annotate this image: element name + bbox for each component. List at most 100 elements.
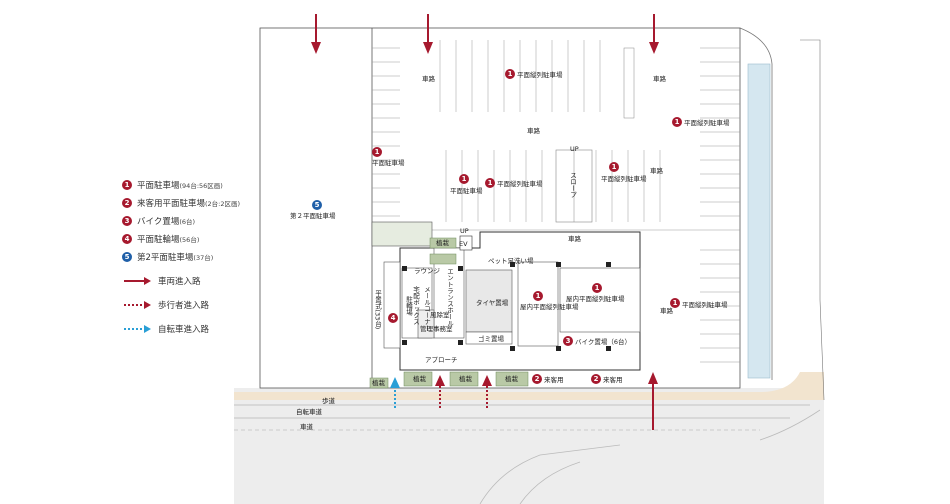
marker-1: 1 [372,147,382,157]
legend-route-bicycle-text: 自転車進入路 [158,325,210,335]
vehicle-arrow-icon [648,372,658,430]
legend-route-vehicle: 車両進入路 [122,272,240,290]
legend-sub-3: (6台) [179,218,196,226]
legend-item-4: 4 平面駐輪場 (56台) [122,230,240,248]
marker-1: 1 [609,162,619,172]
label-sharo: 車路 [660,307,673,315]
legend-route-pedestrian-text: 歩行者進入路 [158,301,210,311]
label-p1-heimen: 平面駐車場 [372,159,405,167]
marker-1: 1 [533,291,543,301]
marker-1: 1 [672,117,682,127]
legend-badge-3: 3 [122,216,132,226]
label-shokusai: 植栽 [459,375,472,383]
legend-badge-5: 5 [122,252,132,262]
label-p5-second: 第２平面駐車場 [290,212,336,220]
label-approach: アプローチ [425,356,458,364]
structural-columns [402,262,611,351]
garbage-room [465,331,513,345]
pedestrian-arrow-icon [435,375,445,408]
label-sharo: 車路 [568,235,581,243]
label-sharo: 車路 [653,75,666,83]
legend-route-pedestrian: 歩行者進入路 [122,296,240,314]
bank-line [800,39,825,401]
legend-sub-5: (37台) [193,254,214,262]
legend-text-5: 第2平面駐車場 [137,253,194,263]
road-curve [479,444,621,504]
label-shokusai: 植栽 [372,379,385,387]
label-lounge: ラウンジ [414,267,440,275]
tire-room [465,269,513,333]
label-p1-heiretsu: 平面縦列駐車場 [601,175,647,183]
legend-sub-2: (2台:2区画) [205,200,241,208]
road-curve [519,461,581,504]
elevator [459,235,473,251]
label-tire: タイヤ置場 [476,299,509,307]
median [623,47,635,119]
bicycle-route-arrow-icon [124,325,151,333]
legend-route-vehicle-text: 車両進入路 [158,277,201,287]
pedestrian-arrow-icon [482,375,492,408]
marker-1: 1 [505,69,515,79]
bicycle-arrow-icon [390,377,400,408]
label-pet: ペット足洗い場 [488,257,534,265]
pedestrian-route-arrow-icon [124,301,151,309]
indoor-parking-b [559,267,641,333]
marker-2: 2 [591,374,601,384]
vehicle-entry-arrows [311,14,659,430]
legend-badge-4: 4 [122,234,132,244]
label-p1-heiretsu: 平面縦列駐車場 [517,71,563,79]
label-up: UP [570,145,579,153]
legend-text-4: 平面駐輪場 [137,235,180,245]
legend-text-1: 平面駐車場 [137,181,180,191]
vehicle-arrow-icon [311,14,321,54]
legend-item-2: 2 来客用平面駐車場 (2台:2区画) [122,194,240,212]
label-wind: 風除室 [430,311,450,319]
legend-text-3: バイク置場 [137,217,180,227]
plantings [369,237,529,389]
vehicle-arrow-icon [649,14,659,54]
label-mail: メールコーナー [422,286,431,332]
label-kanri: 管理事務室 [420,325,453,333]
label-raikyaku: 来客用 [544,376,564,384]
vehicle-route-arrow-icon [124,277,151,285]
label-p1-heiretsu: 平面縦列駐車場 [684,119,730,127]
management-office [417,309,435,339]
label-up: UP [460,227,469,235]
label-hodo: 歩道 [322,397,335,405]
label-p1-heimen: 平面駐車場 [450,187,483,195]
legend-sub-4: (56台) [179,236,200,244]
road-area [234,388,824,504]
label-p1-heiretsu: 平面縦列駐車場 [497,180,543,188]
vehicle-arrow-icon [423,14,433,54]
legend-badge-2: 2 [122,198,132,208]
label-gomi: ゴミ置場 [478,335,504,343]
label-bicycle: 駐輪場 [404,296,413,316]
marker-1: 1 [592,283,602,293]
label-ev: EV [459,240,468,248]
label-shokusai: 植栽 [436,239,449,247]
legend: 1 平面駐車場 (94台:56区画) 2 来客用平面駐車場 (2台:2区画) 3… [122,176,240,338]
label-shokusai: 植栽 [413,375,426,383]
legend-badge-1: 1 [122,180,132,190]
sidewalk [234,372,824,400]
canal [747,63,771,379]
legend-route-bicycle: 自転車進入路 [122,320,240,338]
marker-2: 2 [532,374,542,384]
legend-item-3: 3 バイク置場 (6台) [122,212,240,230]
label-shado: 車道 [300,423,313,431]
road-curve [759,409,821,441]
label-jitensha: 自転車道 [296,408,322,416]
label-delivery: 宅配ボックス [411,286,420,325]
pedestrian-entry-arrows [435,375,492,408]
label-shokusai: 植栽 [505,375,518,383]
label-hiraoki: 平置式(33台) [373,290,382,330]
indoor-parking-a [517,261,559,347]
label-entrance: エントランスホール [445,268,454,327]
bank-line [739,27,773,380]
legend-item-5: 5 第2平面駐車場 (37台) [122,248,240,266]
label-sharo: 車路 [527,127,540,135]
marker-1: 1 [459,174,469,184]
legend-text-2: 来客用平面駐車場 [137,199,206,209]
marker-1: 1 [485,178,495,188]
